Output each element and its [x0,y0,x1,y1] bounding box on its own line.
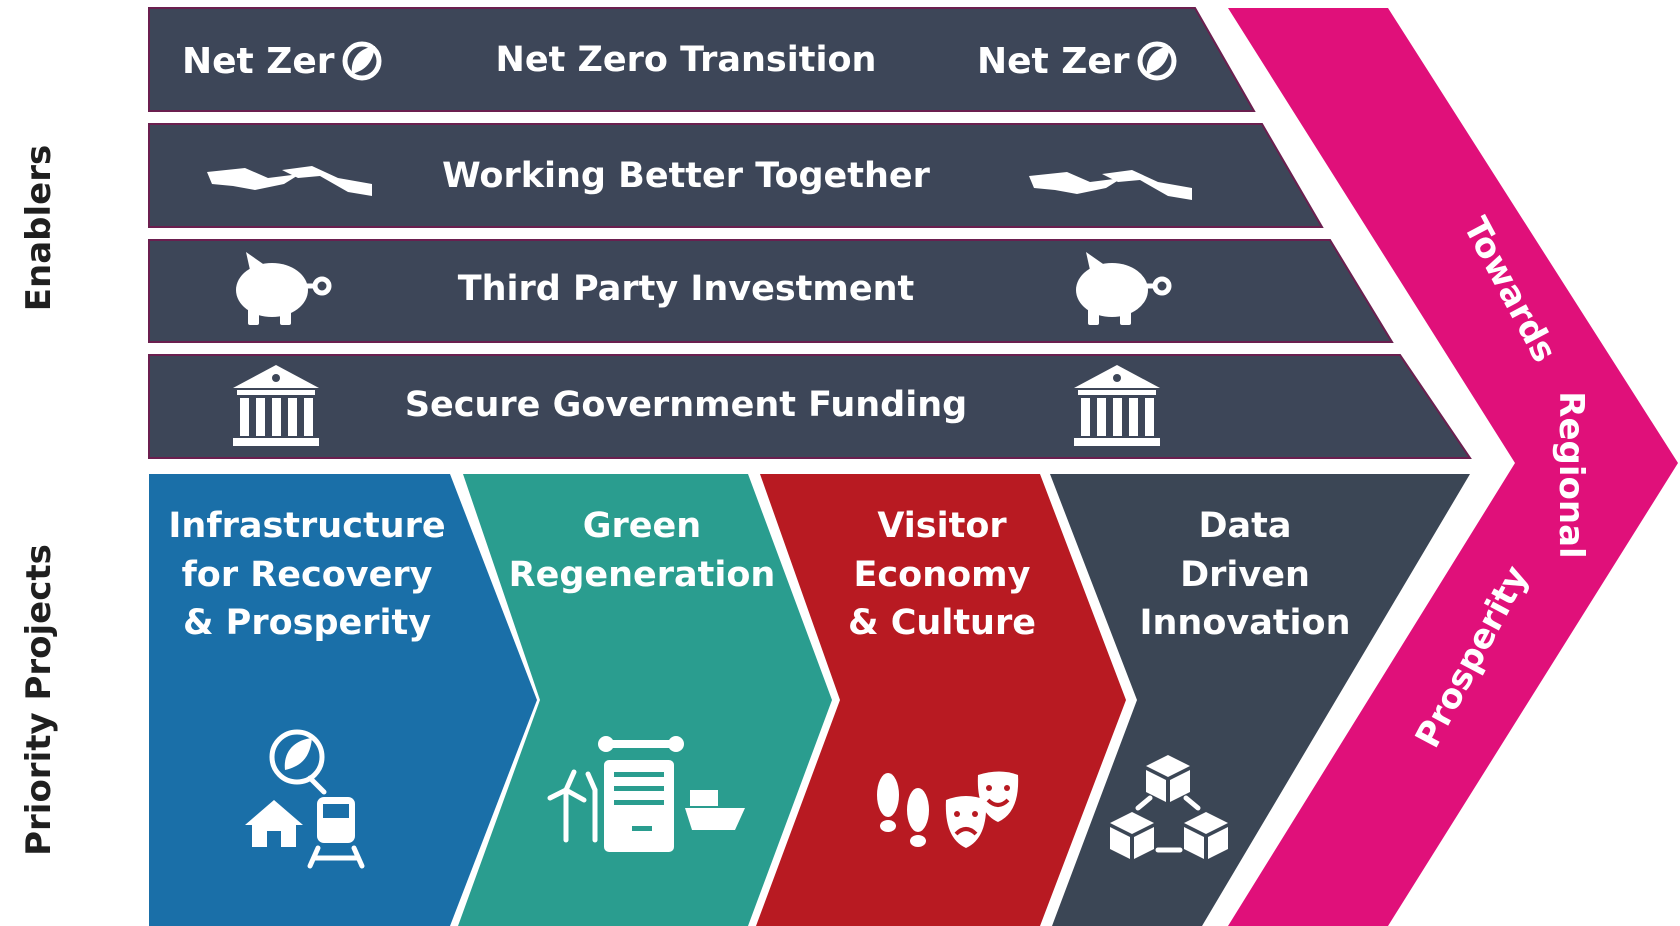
project-title-line: Economy [854,555,1031,595]
enabler-band-third-party-investment: Third Party Investment [148,239,1394,343]
project-chevron-infrastructure: Infrastructure for Recovery & Prosperity [149,474,537,926]
net-zero-badge-left: Net Zer [182,41,335,82]
outcome-chevron [1228,8,1678,926]
footprints-theatre-masks-icon [877,771,1019,848]
government-building-icon [233,365,319,446]
net-zero-badge-right: Net Zer [977,41,1130,82]
project-title-line: Innovation [1139,603,1350,643]
handshake-hands-icon [1029,170,1192,200]
piggy-bank-icon [236,252,332,325]
project-chevron-green-regeneration: Green Regeneration [458,474,832,926]
enablers-side-label: Enablers [19,145,59,311]
project-title-line: Green [583,506,701,546]
wind-turbine-document-ship-icon [547,736,745,852]
priority-projects-side-label: Priority Projects [19,544,59,856]
government-building-icon [1074,365,1160,446]
project-title-line: Infrastructure [168,506,445,546]
enabler-title: Net Zero Transition [496,40,877,80]
project-title-line: & Culture [848,603,1036,643]
enabler-band-net-zero: Net Zero Transition Net Zer Net Zer [148,7,1256,112]
connected-cubes-icon [1110,755,1228,859]
piggy-bank-icon [1076,252,1172,325]
project-title-line: Driven [1180,555,1310,595]
net-zero-leaf-icon: Net Zer [182,41,382,82]
project-title-line: Visitor [877,506,1007,546]
energy-home-train-icon [245,729,365,869]
project-title-line: Regeneration [509,555,776,595]
enabler-title: Working Better Together [442,156,931,196]
project-title-line: & Prosperity [183,603,431,643]
enabler-title: Third Party Investment [458,269,915,309]
project-title-line: for Recovery [182,555,433,595]
project-chevron-visitor-economy: Visitor Economy & Culture [756,474,1126,926]
handshake-hands-icon [207,166,372,196]
net-zero-leaf-icon: Net Zer [977,41,1177,82]
project-title-line: Data [1198,506,1291,546]
project-chevron-data-driven-innovation: Data Driven Innovation [1050,474,1470,926]
enabler-band-working-better-together: Working Better Together [148,123,1324,228]
outcome-word-regional: Regional [1551,391,1591,558]
enabler-title: Secure Government Funding [405,385,967,425]
enabler-band-secure-government-funding: Secure Government Funding [148,354,1472,459]
